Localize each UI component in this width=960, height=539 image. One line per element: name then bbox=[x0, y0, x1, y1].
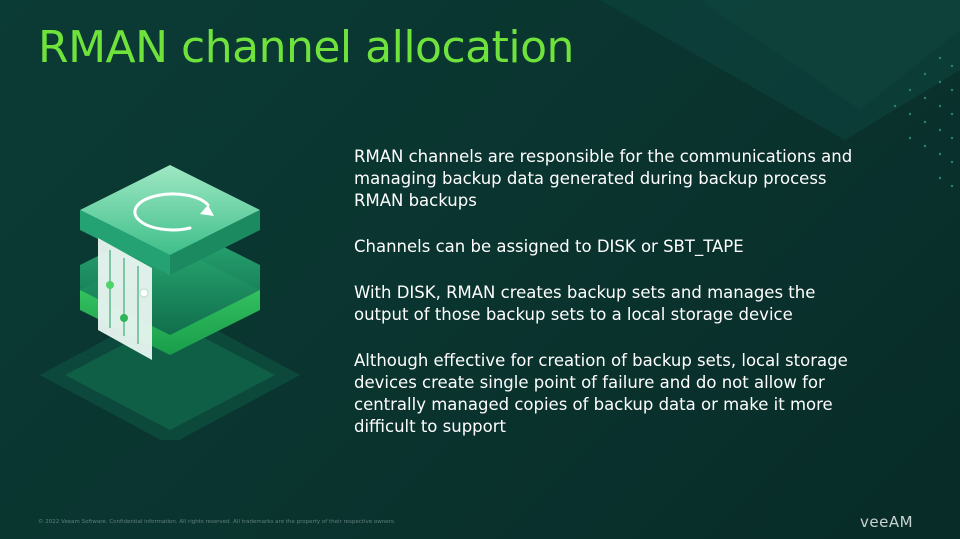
floor-shadow bbox=[40, 305, 300, 440]
slide-title: RMAN channel allocation bbox=[38, 22, 574, 73]
copyright-notice: © 2022 Veeam Software. Confidential info… bbox=[38, 519, 396, 525]
backup-storage-sync-illustration bbox=[40, 165, 300, 440]
veeam-logo: veeAM bbox=[860, 513, 914, 531]
slider-knob bbox=[120, 314, 128, 322]
content-bullets: RMAN channels are responsible for the co… bbox=[354, 146, 854, 462]
sync-arrow-icon bbox=[133, 192, 214, 232]
bullet-text: RMAN channels are responsible for the co… bbox=[354, 147, 853, 210]
bullet-text: With DISK, RMAN creates backup sets and … bbox=[354, 283, 816, 324]
bullet-text: Channels can be assigned to DISK or SBT_… bbox=[354, 237, 744, 256]
bullet-text: Although effective for creation of backu… bbox=[354, 351, 848, 436]
slider-knob bbox=[106, 281, 114, 289]
slider-knob bbox=[139, 288, 149, 298]
slider-panel bbox=[98, 238, 152, 360]
dot-grid-decoration bbox=[893, 56, 954, 188]
